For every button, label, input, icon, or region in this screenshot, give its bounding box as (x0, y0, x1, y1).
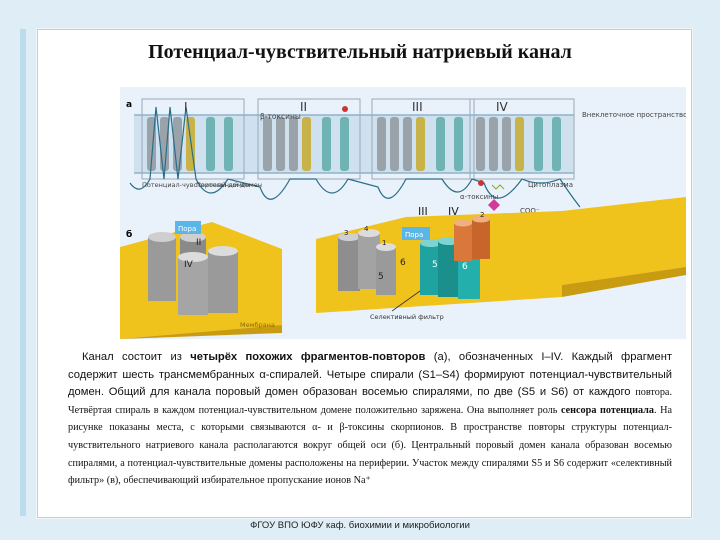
helix-number-5-teal: 5 (432, 260, 438, 270)
pore-label-v: Пора (405, 231, 423, 239)
selective-filter-label: Селективный фильтр (370, 313, 444, 321)
roman-III-v: III (418, 205, 428, 218)
helix-number-2: 2 (480, 211, 484, 219)
sodium-channel-figure: а I II III IV β-токсины Внеклеточное про… (120, 87, 686, 339)
paragraph-1: Канал состоит из четырёх похожих фрагмен… (68, 349, 672, 490)
roman-II: II (300, 100, 307, 114)
pore-label-b: Пора (178, 225, 196, 233)
slide-title: Потенциал-чувствительный натриевый канал (40, 41, 680, 64)
cylinders-panel-v-orange (454, 216, 490, 262)
paragraph-2: повтора. Четвёртая спираль в каждом поте… (68, 387, 672, 486)
helix-number-4: 4 (364, 225, 369, 233)
toxin-structure-icon (492, 185, 504, 189)
beta-toxins-label: β-токсины (260, 112, 301, 121)
helix-number-5: 5 (378, 272, 384, 282)
alpha-toxins-label: α-токсины (460, 193, 498, 201)
roman-III: III (412, 100, 423, 114)
body-p2-end: . На рисунке показаны места, с которыми … (68, 405, 672, 486)
left-accent-bar (20, 29, 26, 516)
roman-IV-v: IV (448, 205, 459, 218)
extracellular-label: Внеклеточное пространство (582, 111, 686, 119)
panel-a-label: а (126, 100, 132, 110)
body-p2-bold: сенсора потенциала (561, 405, 654, 416)
roman-II-b: II (196, 238, 201, 248)
body-p1-start: Канал состоит из (82, 351, 190, 363)
roman-IV-b: IV (184, 260, 194, 270)
roman-IV: IV (496, 100, 509, 114)
helix-number-6-teal: 6 (462, 262, 468, 272)
helix-number-6: 6 (400, 258, 406, 268)
cytoplasm-label: Цитоплазма (528, 181, 573, 189)
body-p1-bold: четырёх похожих фрагментов-повторов (190, 351, 425, 363)
beta-toxin-marker (342, 106, 348, 112)
footer: ФГОУ ВПО ЮФУ каф. биохимии и микробиолог… (0, 520, 720, 531)
roman-I: I (184, 100, 188, 114)
helix-number-3: 3 (344, 229, 348, 237)
panel-b-label: б (126, 229, 132, 240)
pore-domain-label: Поровый домен (196, 181, 250, 189)
alpha-toxin-marker (478, 180, 484, 186)
membrane-label: Мембрана (240, 321, 275, 329)
body-text: Канал состоит из четырёх похожих фрагмен… (68, 349, 672, 490)
helix-number-1: 1 (382, 239, 386, 247)
